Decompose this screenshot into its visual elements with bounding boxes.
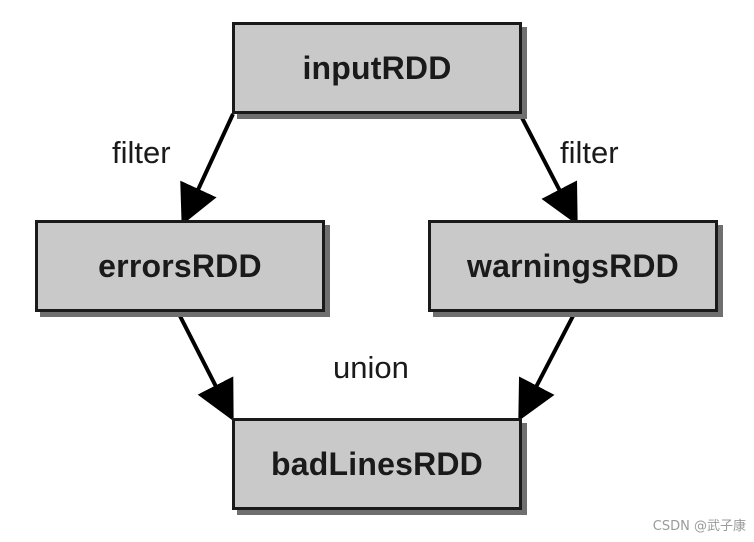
node-errors-rdd: errorsRDD — [35, 220, 325, 312]
edge-label-filter-right: filter — [560, 135, 619, 170]
watermark: CSDN @武子康 — [652, 519, 746, 534]
node-warnings-rdd: warningsRDD — [428, 220, 718, 312]
edge-input-to-warnings — [518, 113, 578, 226]
edge-label-filter-left: filter — [112, 135, 171, 170]
node-input-rdd: inputRDD — [232, 22, 522, 114]
edge-errors-to-badlines — [178, 315, 234, 422]
edge-label-union: union — [333, 350, 409, 385]
edge-warnings-to-badlines — [518, 315, 575, 422]
edge-input-to-errors — [180, 113, 235, 226]
node-bad-lines-rdd: badLinesRDD — [232, 418, 522, 510]
